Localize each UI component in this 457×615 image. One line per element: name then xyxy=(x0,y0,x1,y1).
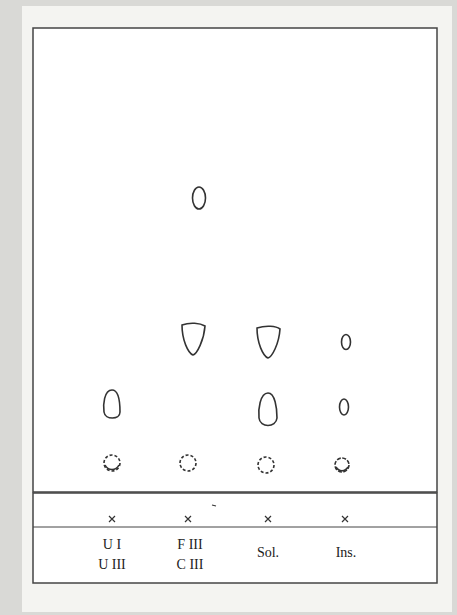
lane-label: U III xyxy=(98,558,126,572)
lane-label: C III xyxy=(177,558,204,572)
lane-label: Ins. xyxy=(336,546,357,560)
label-strip xyxy=(33,493,437,583)
lane-label: F III xyxy=(177,538,202,552)
paper-sheet xyxy=(22,6,452,612)
start-line xyxy=(33,527,437,528)
lane-label: U I xyxy=(103,538,121,552)
spots xyxy=(104,187,351,473)
origin-marks xyxy=(109,505,348,522)
plate-frame xyxy=(33,28,437,492)
lane-label: Sol. xyxy=(257,546,279,560)
